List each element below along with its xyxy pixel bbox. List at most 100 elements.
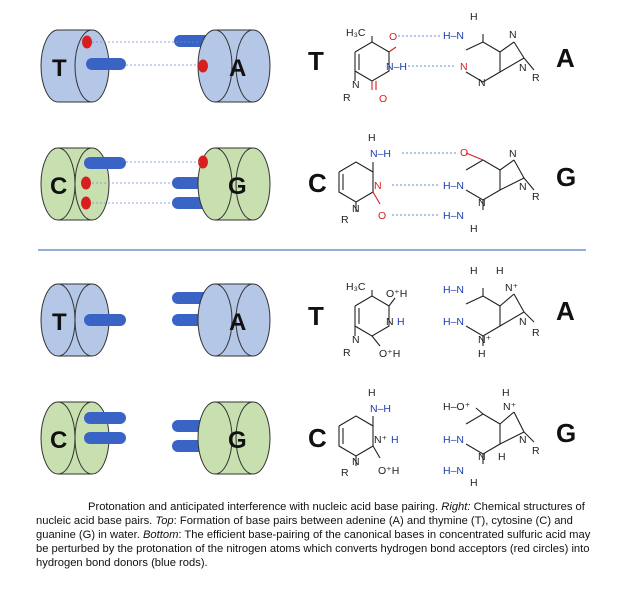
cylinder-label-c: C — [50, 427, 67, 454]
atom-n: N — [460, 61, 468, 73]
atom-r: R — [532, 445, 540, 457]
atom-oplus-h: O⁺H — [378, 465, 399, 477]
atom-nplus: N⁺ — [505, 282, 519, 294]
acceptor-dot — [81, 176, 91, 190]
base-label-a-top: A — [556, 43, 575, 73]
atom-h-oplus: H–O⁺ — [443, 401, 471, 413]
atom-nplus: N⁺ — [374, 434, 388, 446]
figure-caption: Protonation and anticipated interference… — [36, 500, 596, 570]
cylinder-label-g: G — [228, 173, 247, 200]
donor-rod — [84, 412, 126, 424]
atom-nh: N–H — [370, 148, 391, 160]
caption-bottom-label: Bottom — [142, 529, 179, 541]
atom-n: N — [352, 203, 360, 215]
atom-h: H — [470, 265, 478, 277]
atom-n: N — [519, 181, 527, 193]
atom-hn: H–N — [443, 465, 464, 477]
base-pairing-figure: T A T A H₃C O N–H N R O — [38, 11, 586, 489]
atom-hn: H–N — [443, 316, 464, 328]
atom-r: R — [341, 214, 349, 226]
cytosine-structure-bottom — [338, 415, 381, 466]
acceptor-dot — [198, 59, 208, 73]
atom-oplus-h: O⁺H — [379, 348, 400, 360]
cylinder-label-a: A — [229, 309, 246, 336]
donor-rod — [84, 314, 126, 326]
atom-hn: H–N — [443, 284, 464, 296]
atom-h: H — [498, 451, 506, 463]
atom-h: H — [368, 132, 376, 144]
base-label-g-bottom: G — [556, 418, 576, 448]
atom-hn: H–N — [443, 30, 464, 42]
cylinder-t — [40, 283, 126, 357]
atom-n: N — [352, 334, 360, 346]
atom-o: O — [379, 93, 387, 105]
atom-nplus: N⁺ — [503, 401, 517, 413]
atom-n: N — [478, 451, 486, 463]
cylinder-label-a: A — [229, 55, 246, 82]
donor-rod — [84, 157, 126, 169]
atom-h: H — [502, 387, 510, 399]
adenine-structure-bottom — [465, 288, 535, 346]
cylinder-label-g: G — [228, 427, 247, 454]
caption-lead: Protonation and anticipated interference… — [88, 501, 439, 513]
atom-nh: N–H — [370, 403, 391, 415]
thymine-structure-top — [354, 35, 456, 90]
atom-h: H — [368, 387, 376, 399]
atom-n: N — [478, 77, 486, 89]
adenine-structure-top — [465, 34, 535, 83]
cylinder-a — [174, 29, 271, 103]
atom-o: O — [460, 147, 468, 159]
atom-n: N — [386, 316, 394, 328]
atom-h: H — [391, 434, 399, 446]
cylinder-t — [40, 29, 126, 103]
donor-rod — [84, 432, 126, 444]
atom-h3c: H₃C — [346, 27, 366, 39]
atom-r: R — [532, 327, 540, 339]
acceptor-dot — [81, 196, 91, 210]
guanine-structure-top — [465, 152, 535, 210]
caption-bottom-text: : The efficient base-pairing of the cano… — [36, 529, 591, 569]
acceptor-dot — [198, 155, 208, 169]
atom-hn: H–N — [443, 210, 464, 222]
cylinder-label-t: T — [52, 309, 67, 336]
cylinder-label-c: C — [50, 173, 67, 200]
atom-h: H — [397, 316, 405, 328]
atom-h: H — [478, 348, 486, 360]
cylinder-c — [40, 401, 126, 475]
atom-n: N — [509, 148, 517, 160]
cylinder-label-t: T — [52, 55, 67, 82]
atom-n: N — [519, 434, 527, 446]
atom-n: N — [352, 79, 360, 91]
atom-o: O — [378, 210, 386, 222]
caption-right-label: Right: — [441, 501, 471, 513]
atom-h: H — [470, 11, 478, 23]
atom-hn: H–N — [443, 180, 464, 192]
acceptor-dot — [82, 35, 92, 49]
atom-h: H — [470, 477, 478, 489]
atom-nplus: N⁺ — [478, 334, 492, 346]
atom-n: N — [509, 29, 517, 41]
cylinder-pair-cg-bottom: C G — [40, 401, 271, 475]
caption-right-text: Chemical structures of nucleic acid base… — [36, 501, 585, 527]
caption-top-text: : Formation of base pairs between adenin… — [36, 515, 573, 541]
cylinder-g — [172, 401, 271, 475]
base-label-c-bottom: C — [308, 423, 327, 453]
atom-r: R — [343, 347, 351, 359]
cylinder-pair-cg-top: C G — [40, 147, 271, 221]
atom-oplus-h: O⁺H — [386, 288, 407, 300]
atom-o: O — [389, 31, 397, 43]
donor-rod — [86, 58, 126, 70]
atom-h: H — [496, 265, 504, 277]
atom-n: N — [478, 197, 486, 209]
cylinder-pair-ta-bottom: T A — [40, 283, 271, 357]
thymine-structure-bottom — [354, 290, 396, 347]
caption-top-label: Top — [155, 515, 174, 527]
cylinder-g — [172, 147, 271, 221]
atom-n: N — [352, 456, 360, 468]
atom-r: R — [532, 72, 540, 84]
atom-r: R — [343, 92, 351, 104]
cylinder-pair-ta-top: T A — [40, 29, 271, 103]
atom-h3c: H₃C — [346, 281, 366, 293]
base-label-t-top: T — [308, 46, 324, 76]
base-label-t-bottom: T — [308, 301, 324, 331]
